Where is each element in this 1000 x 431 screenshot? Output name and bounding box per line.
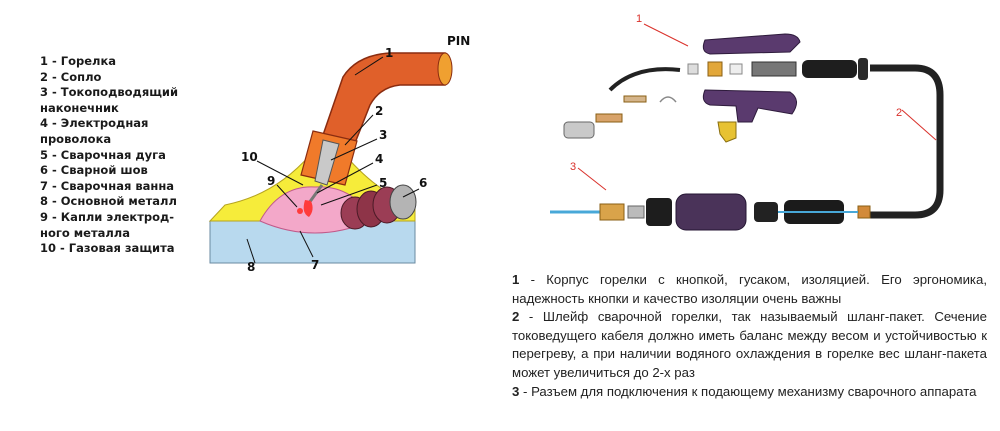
callout-lines-red bbox=[577, 23, 937, 191]
callout-1: 1 bbox=[385, 46, 393, 60]
callout-3: 3 bbox=[570, 161, 576, 173]
connector-part bbox=[707, 61, 723, 77]
legend-item: 6 - Сварной шов bbox=[40, 163, 148, 178]
callout-2: 2 bbox=[896, 107, 902, 119]
legend-item: 9 - Капли электрод- bbox=[40, 209, 175, 224]
callout-5: 5 bbox=[379, 176, 387, 190]
legend-item: 3 - Токоподводящий bbox=[40, 85, 179, 100]
torch-pin-end bbox=[437, 52, 453, 86]
legend-item: 5 - Сварочная дуга bbox=[40, 147, 166, 162]
handle-bottom bbox=[702, 89, 797, 123]
callout-10: 10 bbox=[241, 150, 258, 164]
gooseneck-cable bbox=[608, 67, 681, 92]
callout-lines bbox=[246, 56, 420, 264]
electrode-wire bbox=[307, 184, 324, 204]
legend-list: 1 - Горелка 2 - Сопло 3 - Токоподводящий… bbox=[40, 54, 178, 257]
weld-seam bbox=[340, 184, 417, 230]
description-block: 1 - Корпус горелки с кнопкой, гусаком, и… bbox=[512, 271, 987, 401]
hose-end-part bbox=[857, 205, 871, 219]
contact-tip bbox=[314, 139, 340, 186]
welding-arc bbox=[303, 200, 313, 217]
legend-item: 2 - Сопло bbox=[40, 69, 102, 84]
insulator-part bbox=[687, 63, 699, 75]
legend-item: 1 - Горелка bbox=[40, 54, 117, 68]
connector-ring bbox=[627, 205, 645, 219]
legend-item: 8 - Основной металл bbox=[40, 194, 177, 209]
connector-handle bbox=[675, 193, 747, 231]
metal-droplet bbox=[297, 208, 303, 214]
spring-part bbox=[751, 61, 797, 77]
small-part bbox=[729, 63, 743, 75]
hanger-hook bbox=[659, 96, 677, 103]
hose-clamp bbox=[858, 58, 868, 80]
callout-6: 6 bbox=[419, 176, 427, 190]
legend-item: 7 - Сварочная ванна bbox=[40, 178, 175, 193]
callout-7: 7 bbox=[311, 258, 319, 272]
callout-4: 4 bbox=[375, 152, 383, 166]
pin-label: PIN bbox=[447, 35, 470, 48]
description-item-2: 2 - Шлейф сварочной горелки, так называе… bbox=[512, 309, 987, 380]
hose-sleeve bbox=[802, 60, 857, 78]
callout-9: 9 bbox=[267, 174, 275, 188]
description-item-1: 1 - Корпус горелки с кнопкой, гусаком, и… bbox=[512, 272, 987, 306]
welding-process-diagram: PIN 1 2 3 4 5 6 7 8 9 10 bbox=[208, 35, 470, 274]
hose-package bbox=[860, 64, 944, 219]
contact-tip-part bbox=[623, 95, 647, 103]
connector-sleeve bbox=[754, 202, 778, 222]
trigger bbox=[717, 121, 737, 143]
callout-8: 8 bbox=[247, 260, 255, 274]
handle-top bbox=[702, 33, 801, 55]
legend-item: наконечник bbox=[40, 100, 119, 115]
euro-connector-pin bbox=[599, 203, 625, 221]
torch-assembly-diagram: 1 2 3 bbox=[550, 13, 944, 231]
callout-1: 1 bbox=[636, 13, 642, 25]
legend-item: проволока bbox=[40, 131, 112, 146]
gas-nozzle bbox=[563, 121, 595, 139]
tip-holder bbox=[595, 113, 623, 123]
description-item-3: 3 - Разъем для подключения к подающему м… bbox=[512, 383, 977, 399]
callout-3: 3 bbox=[379, 128, 387, 142]
legend-item: ного металла bbox=[40, 225, 130, 240]
legend-item: 4 - Электродная bbox=[40, 116, 149, 131]
callout-2: 2 bbox=[375, 104, 383, 118]
legend-item: 10 - Газовая защита bbox=[40, 241, 175, 256]
connector-nut bbox=[646, 198, 672, 226]
